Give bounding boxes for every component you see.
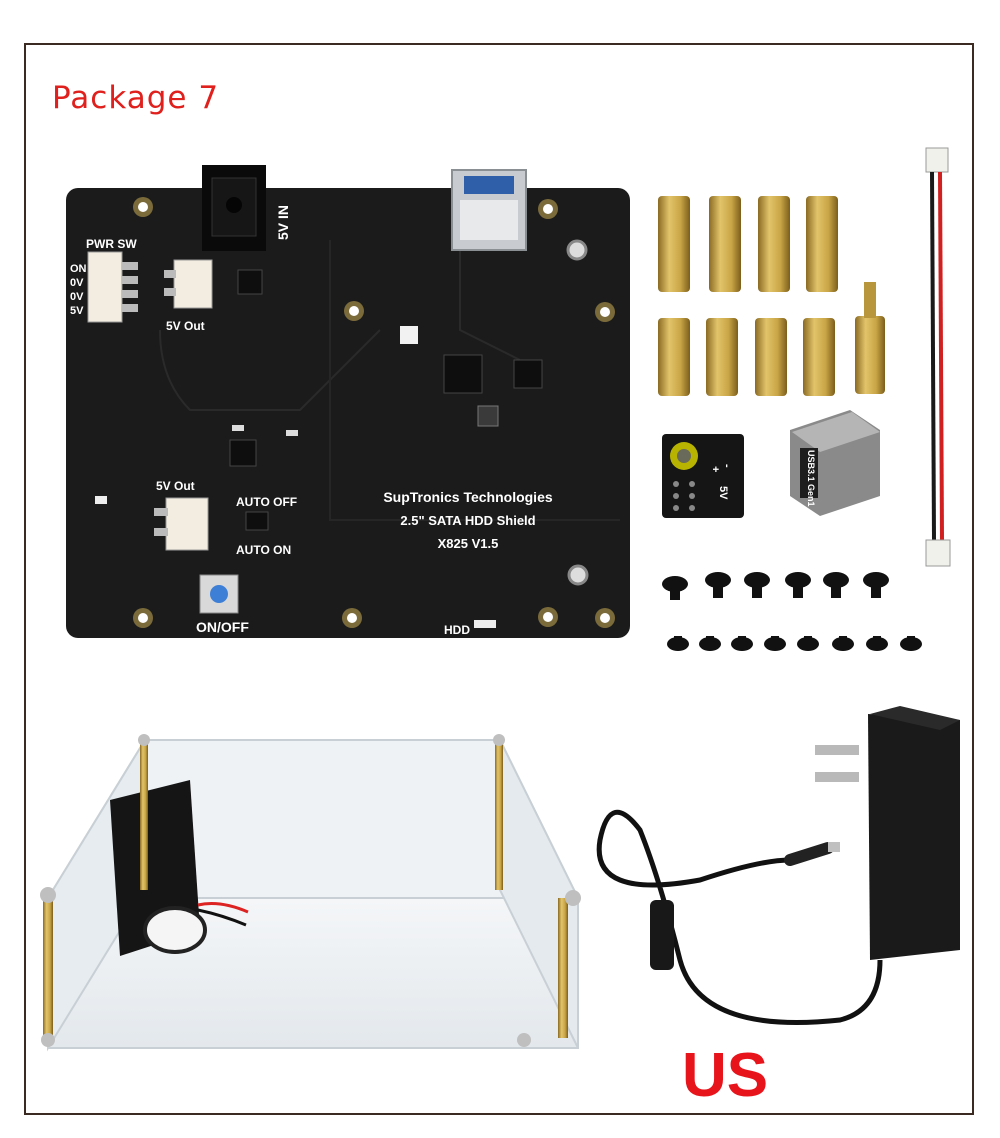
sw-pin-label: ON [70, 263, 87, 275]
mounting-hole [133, 608, 153, 628]
label-on-off: ON/OFF [196, 619, 249, 635]
mounting-hole [595, 302, 615, 322]
screws [662, 572, 922, 651]
cooling-fan [110, 780, 249, 956]
label-5v-out-bottom: 5V Out [156, 479, 195, 493]
5v-out-connector-bottom [154, 497, 209, 551]
us-power-adapter [596, 706, 960, 1025]
package-title: Package 7 [52, 80, 220, 116]
usb-bridge-connector: USB3.1 Gen1 [790, 410, 880, 516]
sw-pin-label: 5V [70, 305, 84, 317]
controller-chip [443, 354, 483, 394]
usb-bridge-label: USB3.1 Gen1 [806, 450, 816, 507]
label-5v-out-top: 5V Out [166, 319, 205, 333]
mounting-hole [595, 608, 615, 628]
label-5v-in: 5V IN [275, 205, 291, 240]
ic-chip [513, 359, 543, 389]
jumper-label-5v: 5V [717, 486, 729, 500]
acrylic-case [40, 734, 581, 1052]
on-off-button [199, 574, 239, 614]
label-hdd: HDD [444, 623, 470, 637]
ic-chip [237, 269, 263, 295]
ic-chip [245, 511, 269, 531]
5v-out-connector-top [164, 259, 213, 309]
power-jumper-module: 5V + - [662, 434, 744, 518]
mounting-hole [133, 197, 153, 217]
board-product: 2.5" SATA HDD Shield [400, 513, 535, 528]
sw-pin-label: 0V [70, 291, 84, 303]
dc-power-jack [202, 165, 266, 251]
region-label: US [682, 1041, 769, 1110]
board-maker: SupTronics Technologies [383, 489, 553, 505]
mounting-hole [538, 607, 558, 627]
label-auto-on: AUTO ON [236, 543, 291, 557]
jumper-label-plus: + [709, 466, 721, 472]
mounting-hole [342, 608, 362, 628]
mounting-hole [538, 199, 558, 219]
jumper-label-minus: - [721, 464, 733, 468]
brass-standoffs [658, 196, 885, 396]
jst-cable [925, 147, 951, 567]
pwr-sw-connector [87, 251, 138, 323]
usb-a-port [451, 169, 527, 251]
label-pwr-sw: PWR SW [86, 237, 137, 251]
hdd-shield-board: 5V IN PWR SW ON 0V 0V 5V 5V Out 5V Out A… [66, 165, 630, 638]
board-model: X825 V1.5 [438, 536, 499, 551]
mounting-hole [344, 301, 364, 321]
ic-chip [229, 439, 257, 467]
label-auto-off: AUTO OFF [236, 495, 297, 509]
sw-pin-label: 0V [70, 277, 84, 289]
